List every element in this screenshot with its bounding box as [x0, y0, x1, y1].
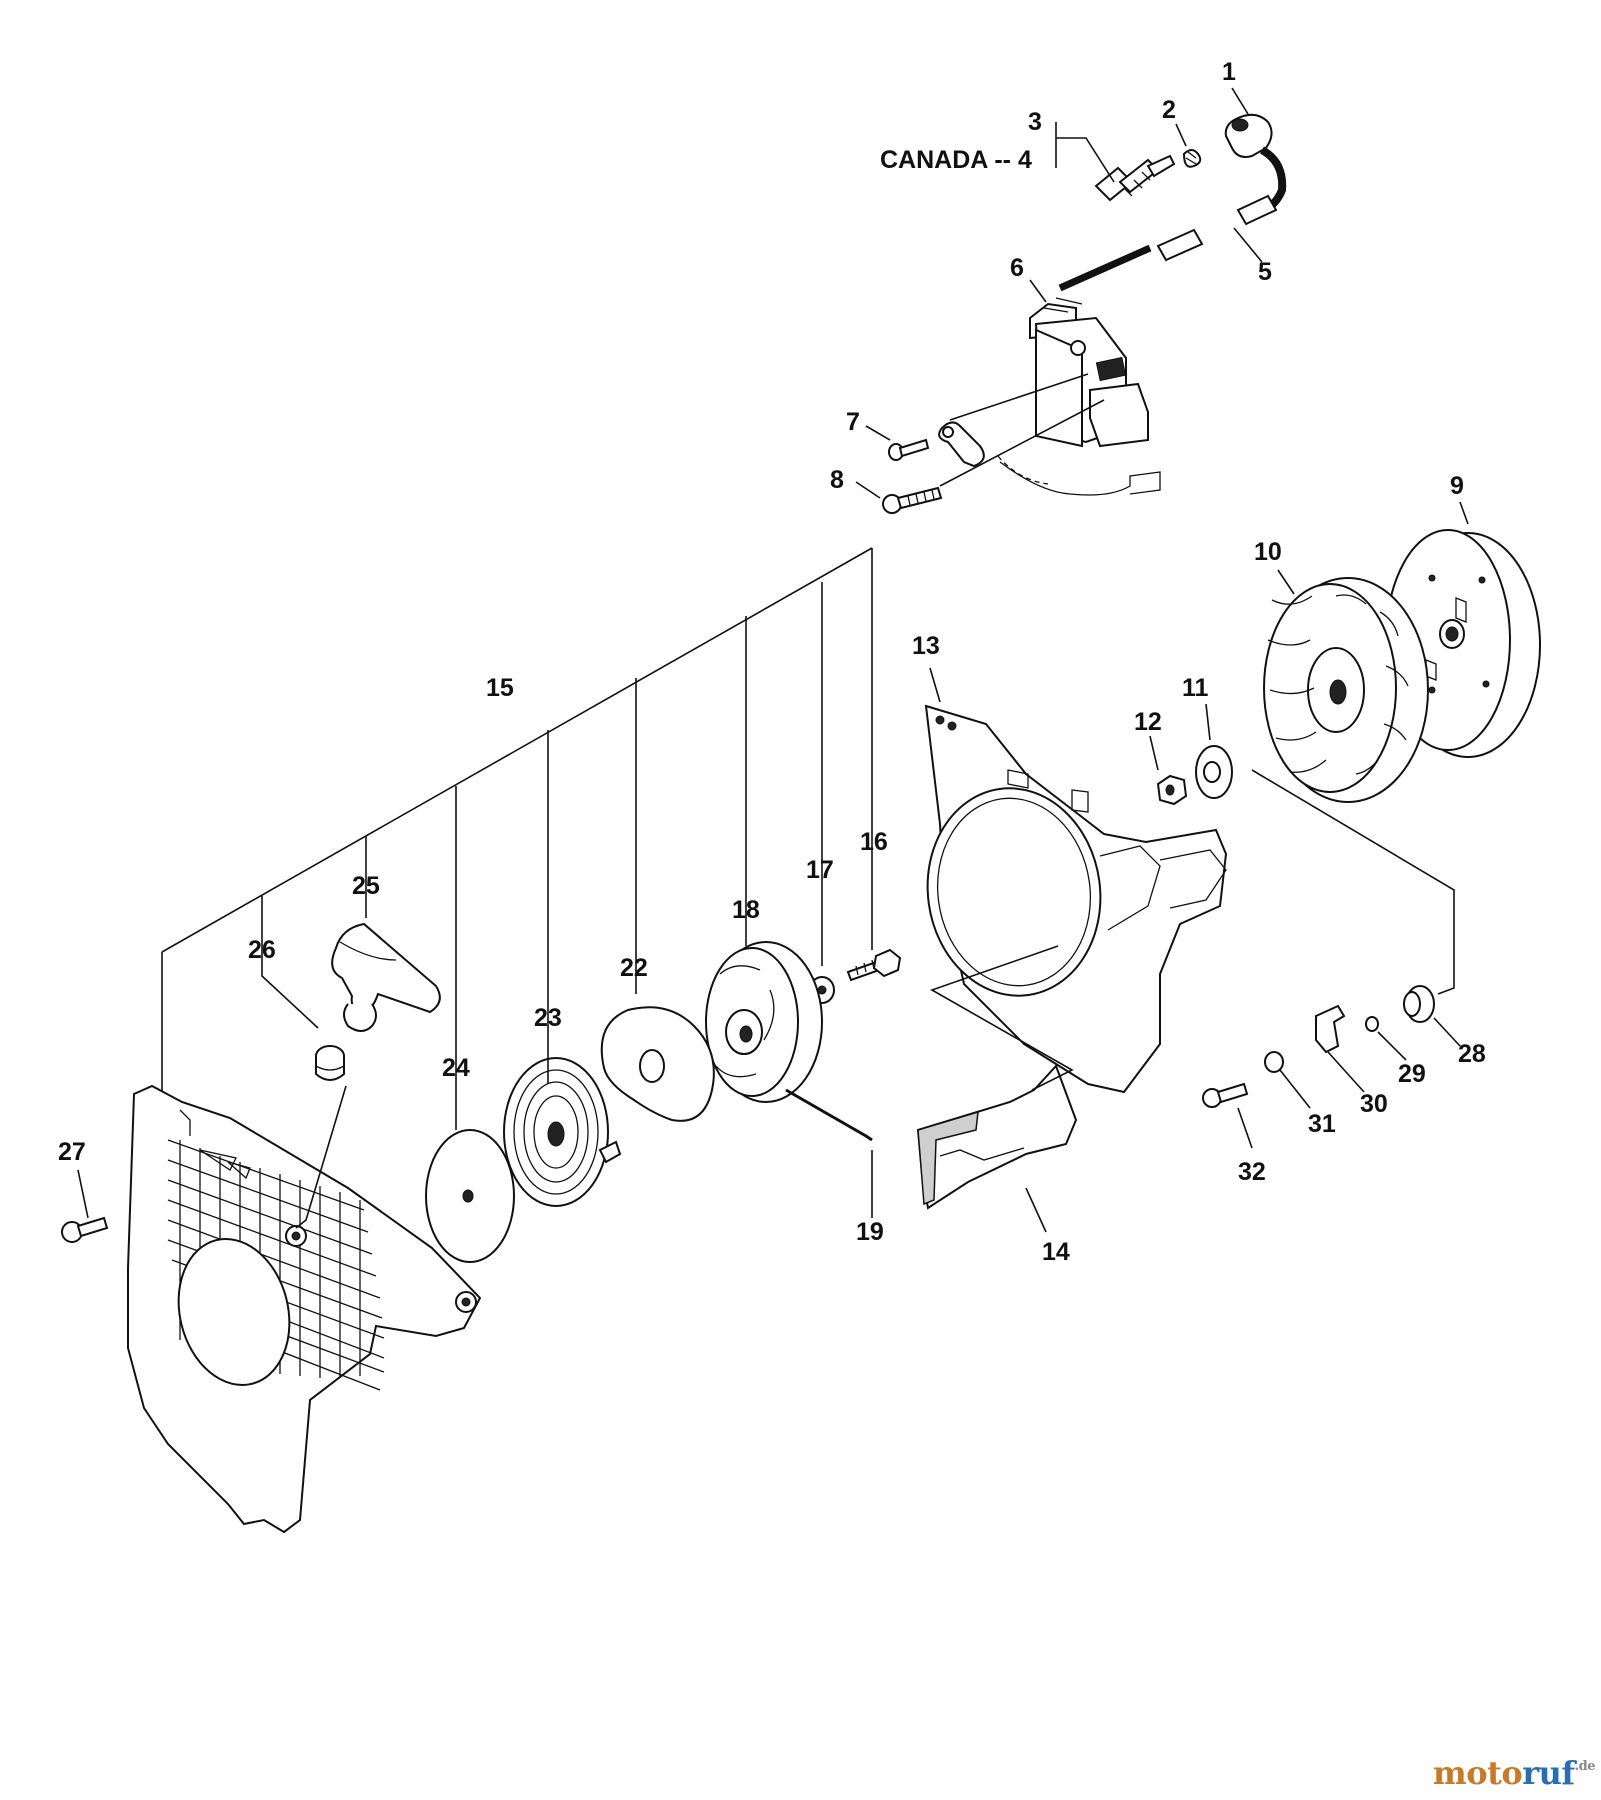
part-16-bolt	[846, 948, 902, 982]
part-12-nut	[1156, 774, 1188, 806]
part-27-bolt	[61, 1216, 109, 1243]
part-5-ignition-lead	[1058, 194, 1278, 292]
label-26: 26	[248, 936, 276, 964]
part-28-bearing	[1403, 985, 1435, 1023]
label-17: 17	[806, 856, 834, 884]
part-2-spring	[1182, 149, 1202, 168]
part-13-fan-housing	[924, 704, 1228, 1094]
part-26-grommet	[315, 1045, 345, 1081]
part-1-plug-cap	[1224, 113, 1287, 218]
part-31-washer	[1264, 1051, 1284, 1073]
label-31: 31	[1308, 1110, 1336, 1138]
label-32: 32	[1238, 1158, 1266, 1186]
label-9: 9	[1450, 472, 1464, 500]
label-11: 11	[1182, 674, 1209, 702]
leader-lines	[77, 87, 1469, 1233]
label-23: 23	[534, 1004, 562, 1032]
part-starter-cover	[127, 1084, 482, 1534]
label-15: 15	[486, 674, 514, 702]
part-22-spring-plate	[600, 1006, 715, 1122]
label-2: 2	[1162, 96, 1176, 124]
part-14-air-guide	[916, 1064, 1078, 1210]
callout-labels: 1 2 3 CANADA -- 4 5 6 7 8 9 10 11 12 13 …	[58, 58, 1486, 1266]
label-18: 18	[732, 896, 760, 924]
label-7: 7	[846, 408, 860, 436]
part-32-bolt	[1202, 1082, 1249, 1108]
part-19-rope	[785, 1088, 873, 1142]
part-3-spark-plug	[1094, 154, 1176, 202]
part-25-starter-handle	[331, 922, 441, 1032]
label-8: 8	[830, 466, 844, 494]
label-1: 1	[1222, 58, 1236, 86]
label-13: 13	[912, 632, 940, 660]
label-3: 3	[1028, 108, 1042, 136]
label-10: 10	[1254, 538, 1282, 566]
label-24: 24	[442, 1054, 470, 1082]
label-19: 19	[856, 1218, 884, 1246]
label-12: 12	[1134, 708, 1162, 736]
label-27: 27	[58, 1138, 86, 1166]
part-11-washer	[1195, 745, 1233, 799]
label-28: 28	[1458, 1040, 1486, 1068]
part-29-washer	[1365, 1016, 1379, 1032]
label-22: 22	[620, 954, 648, 982]
part-8-bolt	[882, 486, 943, 514]
watermark-part-3: .de	[1574, 1759, 1596, 1774]
watermark-logo: motoruf.de	[1432, 1754, 1596, 1792]
label-29: 29	[1398, 1060, 1426, 1088]
part-30-pawl	[1315, 1004, 1346, 1054]
label-25: 25	[352, 872, 380, 900]
part-23-recoil-spring	[503, 1057, 622, 1207]
label-30: 30	[1360, 1090, 1388, 1118]
label-14: 14	[1042, 1238, 1070, 1266]
label-6: 6	[1010, 254, 1024, 282]
label-5: 5	[1258, 258, 1272, 286]
label-canada-4: CANADA -- 4	[880, 146, 1032, 174]
watermark-part-2: ruf	[1522, 1754, 1575, 1792]
part-18-rope-pulley	[705, 941, 823, 1103]
watermark-part-1: moto	[1432, 1754, 1523, 1792]
part-7-screw	[888, 438, 930, 461]
part-7-terminal	[938, 421, 985, 468]
part-24-disc	[425, 1129, 515, 1263]
label-16: 16	[860, 828, 888, 856]
part-10-fan-wheel	[1263, 577, 1429, 803]
